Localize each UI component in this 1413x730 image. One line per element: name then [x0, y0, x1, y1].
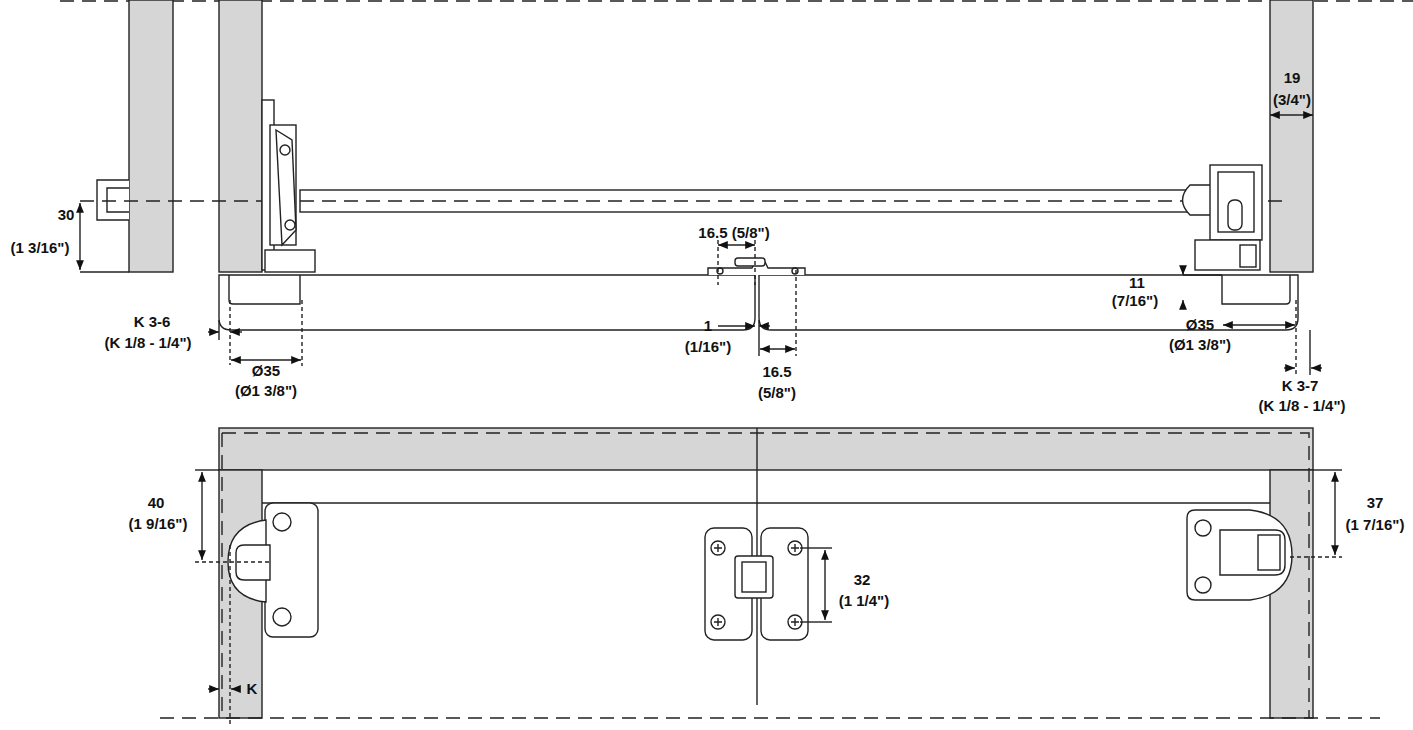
dimension-label: 16.5: [761, 364, 792, 381]
dimension-label: (3/4"): [1272, 92, 1312, 109]
dimension-label: 32: [853, 572, 872, 589]
dimension-label: (7/16"): [1111, 293, 1159, 310]
dimension-label: (K 1/8 - 1/4"): [1257, 398, 1346, 415]
dimension-label: (5/8"): [757, 385, 797, 402]
dimension-label: Ø35: [1185, 317, 1215, 334]
dimension-label: 16.5 (5/8"): [697, 225, 770, 242]
dimension-label: (1 9/16"): [128, 516, 189, 533]
dimension-label: (1 3/16"): [10, 240, 71, 257]
dimension-label: K 3-7: [1281, 378, 1320, 395]
dimension-label: 37: [1366, 495, 1385, 512]
dimension-label: Ø35: [251, 363, 281, 380]
dimension-label: 19: [1283, 70, 1302, 87]
dimension-label: K 3-6: [133, 314, 172, 331]
dimension-label: (Ø1 3/8"): [1168, 337, 1232, 354]
dimension-label: (Ø1 3/8"): [234, 383, 298, 400]
dimension-label: 11: [1128, 275, 1146, 292]
dimension-label: 1: [703, 318, 713, 335]
dimension-label: 30: [57, 207, 76, 224]
dimension-label: (K 1/8 - 1/4"): [103, 335, 192, 352]
dimension-label: K: [246, 681, 259, 698]
dimension-label: (1 1/4"): [838, 593, 890, 610]
dimension-label: (1/16"): [684, 339, 732, 356]
dimension-label: 40: [147, 495, 166, 512]
dimension-label: (1 7/16"): [1345, 517, 1406, 534]
